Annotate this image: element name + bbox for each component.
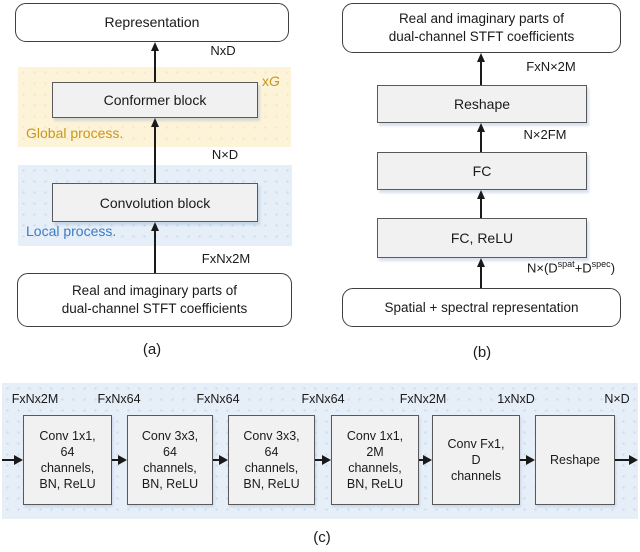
arrow-right-1-2 bbox=[112, 455, 127, 465]
conv-box-5: Conv Fx1, D channels bbox=[432, 415, 520, 505]
c-dim-3: FxNx64 bbox=[301, 392, 345, 406]
spatial-spectral-label: Spatial + spectral representation bbox=[384, 299, 579, 315]
arrow-right-3-4 bbox=[315, 455, 331, 465]
reshape-label-c: Reshape bbox=[549, 452, 601, 467]
dim-spat-p2: +D bbox=[574, 260, 592, 276]
conv-box-2-label: Conv 3x3, 64 channels, BN, ReLU bbox=[141, 428, 199, 492]
conv-box-2: Conv 3x3, 64 channels, BN, ReLU bbox=[127, 415, 213, 505]
conv-box-1: Conv 1x1, 64 channels, BN, ReLU bbox=[23, 415, 112, 505]
conv-box-3-label: Conv 3x3, 64 channels, BN, ReLU bbox=[243, 428, 300, 492]
arrow-right-input-c bbox=[2, 455, 23, 465]
convolution-block-box: Convolution block bbox=[52, 183, 258, 222]
conv-box-3: Conv 3x3, 64 channels, BN, ReLU bbox=[228, 415, 315, 505]
caption-b: (b) bbox=[472, 344, 492, 361]
conformer-block-label: Conformer block bbox=[103, 92, 207, 108]
reshape-label-b: Reshape bbox=[453, 96, 511, 112]
dim-label-fxnx2m-a: FxNx2M bbox=[201, 251, 251, 266]
c-dim-6: N×D bbox=[604, 392, 630, 406]
dim-label-spat-spec: N×(Dspat+Dspec) bbox=[527, 259, 615, 275]
global-process-label: Global process. bbox=[26, 125, 124, 141]
caption-c: (c) bbox=[313, 529, 331, 546]
conv-box-4: Conv 1x1, 2M channels, BN, ReLU bbox=[331, 415, 419, 505]
dim-label-nx2fm: N×2FM bbox=[523, 127, 567, 142]
dim-label-nxd-top: NxD bbox=[210, 43, 236, 58]
repeat-x: x bbox=[262, 73, 269, 89]
c-dim-0: FxNx2M bbox=[11, 392, 59, 406]
reshape-box-c: Reshape bbox=[535, 415, 615, 505]
dim-label-fxnx2m-b: FxN×2M bbox=[526, 59, 576, 74]
c-dim-4: FxNx2M bbox=[399, 392, 447, 406]
repeat-g: G bbox=[269, 73, 280, 89]
c-dim-5: 1xNxD bbox=[497, 392, 535, 406]
dim-spat-p1: N×(D bbox=[526, 260, 558, 276]
convolution-block-label: Convolution block bbox=[99, 194, 211, 211]
c-dim-1: FxNx64 bbox=[97, 392, 141, 406]
repeat-xg-label: xG bbox=[262, 73, 280, 89]
conv-box-1-label: Conv 1x1, 64 channels, BN, ReLU bbox=[39, 428, 96, 492]
spatial-spectral-box: Spatial + spectral representation bbox=[342, 288, 621, 327]
arrow-up-input-to-fcrelu bbox=[476, 258, 485, 288]
dim-spec-sup: spec bbox=[591, 259, 611, 269]
conv-box-4-label: Conv 1x1, 2M channels, BN, ReLU bbox=[346, 428, 404, 492]
dim-spat-sup: spat bbox=[557, 259, 575, 269]
arrow-up-input-to-convolution bbox=[150, 222, 159, 273]
representation-label: Representation bbox=[104, 14, 200, 31]
arrow-up-convolution-to-conformer bbox=[150, 118, 159, 183]
arrow-up-reshape-to-output bbox=[476, 53, 485, 85]
arrow-up-fc-to-reshape bbox=[476, 123, 485, 152]
stft-output-label-b: Real and imaginary parts of dual-channel… bbox=[388, 11, 575, 44]
stft-input-box-a: Real and imaginary parts of dual-channel… bbox=[17, 273, 292, 327]
arrow-right-5-6 bbox=[520, 455, 535, 465]
arrow-up-conformer-to-representation bbox=[150, 42, 159, 82]
local-process-label: Local process. bbox=[26, 223, 117, 239]
dim-label-nxd-mid: N×D bbox=[211, 147, 239, 162]
conv-box-5-label: Conv Fx1, D channels bbox=[447, 436, 505, 484]
fc-box: FC bbox=[377, 152, 587, 190]
fc-label: FC bbox=[472, 163, 492, 179]
stft-output-box-b: Real and imaginary parts of dual-channel… bbox=[342, 3, 621, 53]
arrow-up-fcrelu-to-fc bbox=[476, 190, 485, 218]
arrow-right-output-c bbox=[615, 455, 638, 465]
fc-relu-box: FC, ReLU bbox=[377, 218, 587, 258]
representation-box: Representation bbox=[15, 3, 289, 42]
dim-spat-p3: ) bbox=[610, 260, 616, 276]
conformer-block-box: Conformer block bbox=[52, 82, 258, 118]
caption-a: (a) bbox=[142, 341, 162, 358]
c-dim-2: FxNx64 bbox=[196, 392, 240, 406]
stft-input-label-a: Real and imaginary parts of dual-channel… bbox=[61, 283, 248, 316]
reshape-box-b: Reshape bbox=[377, 85, 587, 123]
fc-relu-label: FC, ReLU bbox=[450, 230, 514, 246]
arrow-right-4-5 bbox=[419, 455, 432, 465]
arrow-right-2-3 bbox=[213, 455, 228, 465]
